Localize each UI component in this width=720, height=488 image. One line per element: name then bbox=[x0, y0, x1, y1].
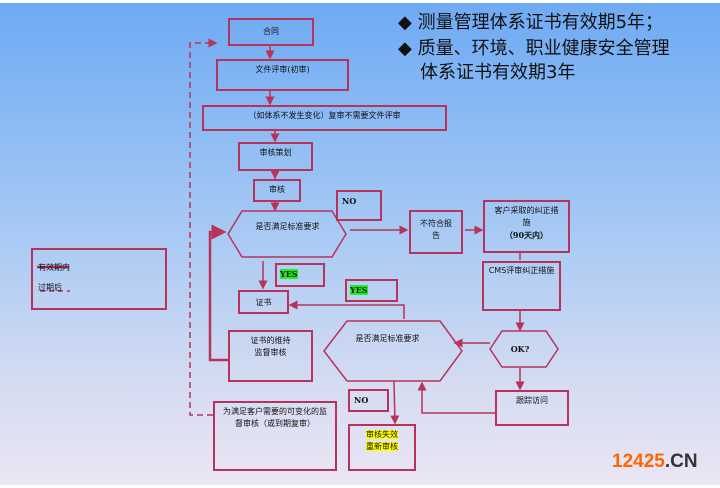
node-certificate: 证书 bbox=[238, 290, 289, 314]
headline-3: 体系证书有效期3年 bbox=[420, 62, 576, 83]
headline-1: ◆ 测量管理体系证书有效期5年； bbox=[398, 12, 664, 33]
legend: 有效期内过期后 bbox=[31, 248, 167, 310]
label-no-2: NO bbox=[348, 389, 389, 412]
decision-meet-req-1: 是否满足标准要求 bbox=[255, 222, 320, 231]
node-re-review: （如体系不发生变化）复审不需要文件评审 bbox=[202, 105, 447, 131]
node-nc-report: 不符合报告 bbox=[409, 210, 463, 254]
legend-valid: 有效期内 bbox=[38, 263, 70, 272]
node-follow-up: 跟踪访问 bbox=[495, 390, 569, 426]
node-audit: 审核 bbox=[253, 179, 301, 202]
node-corrective: 客户采取的纠正措施（90天内） bbox=[483, 200, 570, 253]
node-maintain: 证书的维持监督审核 bbox=[228, 330, 313, 382]
label-yes-2: YES bbox=[345, 279, 398, 302]
decision-ok: OK? bbox=[510, 344, 530, 354]
node-contract: 合同 bbox=[228, 18, 314, 46]
decision-meet-req-2: 是否满足标准要求 bbox=[355, 334, 420, 343]
node-doc-review: 文件评审(初审) bbox=[216, 59, 349, 91]
node-audit-plan: 审核策划 bbox=[238, 142, 313, 171]
label-no-1: NO bbox=[336, 190, 382, 221]
node-cms-review: CMS评审纠正措施 bbox=[482, 261, 561, 311]
connectors bbox=[37, 38, 559, 425]
node-audit-invalid: 审核失效重新审核 bbox=[348, 424, 416, 471]
legend-expired: 过期后 bbox=[38, 283, 62, 292]
node-variable-audit: 为满足客户需要的可变化的监督审核（或到期复审） bbox=[213, 401, 337, 471]
headline-2: ◆ 质量、环境、职业健康安全管理 bbox=[398, 38, 670, 59]
label-yes-1: YES bbox=[275, 263, 325, 287]
watermark: 12425.CN bbox=[612, 451, 698, 472]
